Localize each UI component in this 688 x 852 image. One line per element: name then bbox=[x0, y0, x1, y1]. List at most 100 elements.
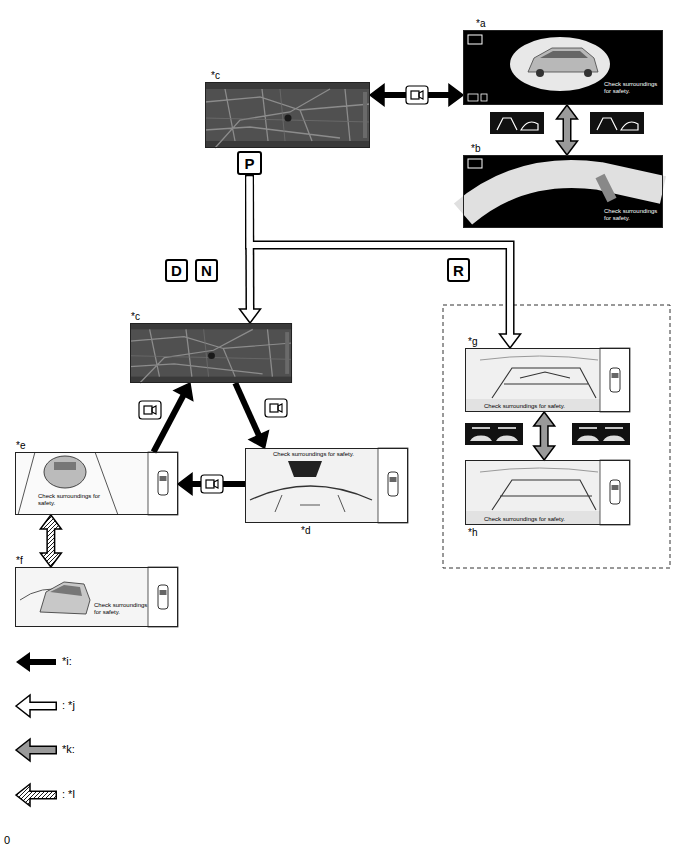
parking-view-screen-a bbox=[463, 30, 663, 105]
legend-samples bbox=[16, 652, 30, 672]
rear-view-screen-g bbox=[492, 368, 596, 398]
map-screen-art bbox=[130, 323, 292, 383]
display-screen: *hCheck surroundings for safety. bbox=[465, 460, 630, 525]
front-view-screen-d bbox=[378, 448, 408, 523]
display-screen: *fCheck surroundings for safety. bbox=[15, 567, 178, 627]
rear-top-view-screen-e bbox=[148, 452, 178, 515]
rear-view-screen-g bbox=[480, 356, 598, 360]
arrow-head bbox=[178, 474, 192, 495]
callout-label: *d bbox=[301, 525, 310, 536]
parking-view-screen-a bbox=[481, 94, 487, 101]
rear-top-view-screen-e bbox=[18, 452, 118, 515]
shift-letter: D bbox=[171, 262, 182, 279]
callout-label: *b bbox=[471, 143, 480, 154]
shift-letter: P bbox=[244, 155, 254, 172]
rear-top-view-screen-e bbox=[158, 471, 168, 495]
legend-text: : *l bbox=[62, 788, 75, 800]
side-view-screen-f bbox=[148, 567, 178, 627]
parking-view-screen-b bbox=[600, 176, 612, 200]
connector-layer bbox=[51, 117, 567, 555]
display-screen: *gCheck surroundings for safety. bbox=[465, 348, 630, 412]
side-view-screen-f bbox=[15, 567, 178, 627]
mode-icon-boxes bbox=[465, 423, 523, 445]
parking-view-screen-a bbox=[468, 94, 478, 101]
parking-view-screen-a bbox=[528, 48, 598, 72]
rear-view-screen-h bbox=[465, 460, 630, 525]
legend-samples bbox=[29, 746, 57, 755]
reverse-group-frame bbox=[443, 305, 670, 568]
rear-view-screen-g bbox=[465, 348, 630, 412]
shift-letter: R bbox=[453, 262, 464, 279]
rear-view-screen-h bbox=[600, 460, 630, 525]
parking-view-screen-a bbox=[584, 69, 592, 77]
map-screen-art bbox=[205, 82, 370, 148]
callout-label: *c bbox=[211, 70, 220, 81]
parking-view-screen-a bbox=[540, 51, 588, 58]
page-note: 0 bbox=[4, 834, 10, 846]
callout-label: *e bbox=[16, 440, 25, 451]
display-screen: *dCheck surroundings for safety. bbox=[245, 448, 408, 523]
screen-message: Check surroundings for safety. bbox=[261, 451, 366, 458]
legend-text: *k: bbox=[62, 743, 75, 755]
connector-line bbox=[48, 526, 54, 557]
mode-icon-boxes bbox=[465, 112, 644, 445]
side-view-screen-f bbox=[50, 585, 82, 596]
screen-message: Check surroundings for safety. bbox=[484, 403, 596, 410]
connector-layer bbox=[51, 95, 567, 556]
shift-position-box: R bbox=[447, 258, 470, 282]
connector-layer bbox=[40, 85, 577, 567]
shift-position-box: D bbox=[165, 259, 188, 282]
camera-switch-icons bbox=[201, 475, 223, 493]
connector-line bbox=[250, 177, 511, 338]
front-view-screen-d bbox=[288, 461, 322, 477]
front-view-screen-d bbox=[388, 472, 398, 496]
display-screen: *aCheck surroundings for safety. bbox=[463, 30, 663, 105]
shift-position-box: N bbox=[195, 259, 218, 282]
arrow-head bbox=[449, 85, 463, 106]
rear-top-view-screen-e bbox=[44, 456, 86, 488]
connector-line bbox=[235, 383, 259, 437]
legend-samples bbox=[28, 747, 56, 753]
side-view-screen-f bbox=[15, 567, 178, 627]
callout-label: *h bbox=[468, 527, 477, 538]
legend-samples bbox=[16, 695, 30, 717]
legend-samples bbox=[29, 791, 57, 800]
display-screen: *bCheck surroundings for safety. bbox=[463, 155, 663, 228]
connector-line bbox=[541, 423, 547, 450]
rear-view-screen-h bbox=[465, 460, 630, 525]
rear-view-screen-h bbox=[492, 480, 596, 510]
parking-view-screen-b bbox=[463, 174, 663, 214]
legend-samples bbox=[29, 702, 57, 711]
rear-view-screen-h bbox=[480, 468, 598, 472]
front-view-screen-d bbox=[245, 448, 408, 523]
front-view-screen-d bbox=[245, 448, 408, 523]
callout-label: *g bbox=[468, 336, 477, 347]
side-view-screen-f bbox=[158, 585, 168, 609]
display-screen: *c bbox=[205, 82, 370, 148]
rear-top-view-screen-e bbox=[15, 452, 178, 515]
rear-top-view-screen-e bbox=[15, 452, 178, 515]
legend-text: *i: bbox=[62, 655, 72, 667]
rear-top-view-screen-e bbox=[54, 462, 76, 470]
legend-samples bbox=[28, 703, 56, 709]
display-screen: *c bbox=[130, 323, 292, 383]
camera-switch-icons bbox=[139, 401, 161, 419]
parking-view-screen-b bbox=[468, 159, 482, 168]
display-screen: *eCheck surroundings for safety. bbox=[15, 452, 178, 515]
parking-view-screen-b bbox=[463, 155, 663, 228]
mode-icon-boxes bbox=[572, 423, 630, 445]
legend-text: : *j bbox=[62, 699, 75, 711]
screen-message: Check surroundings for safety. bbox=[38, 493, 102, 507]
parking-view-screen-a bbox=[510, 37, 610, 91]
callout-label: *a bbox=[476, 18, 485, 29]
legend-samples bbox=[16, 784, 30, 806]
rear-view-screen-h bbox=[465, 511, 600, 525]
parking-view-screen-a bbox=[463, 30, 663, 105]
legend-samples bbox=[16, 652, 57, 806]
front-view-screen-d bbox=[250, 486, 372, 500]
front-view-screen-d bbox=[275, 495, 345, 512]
screen-message: Check surroundings for safety. bbox=[484, 516, 596, 523]
legend-samples bbox=[16, 739, 30, 761]
